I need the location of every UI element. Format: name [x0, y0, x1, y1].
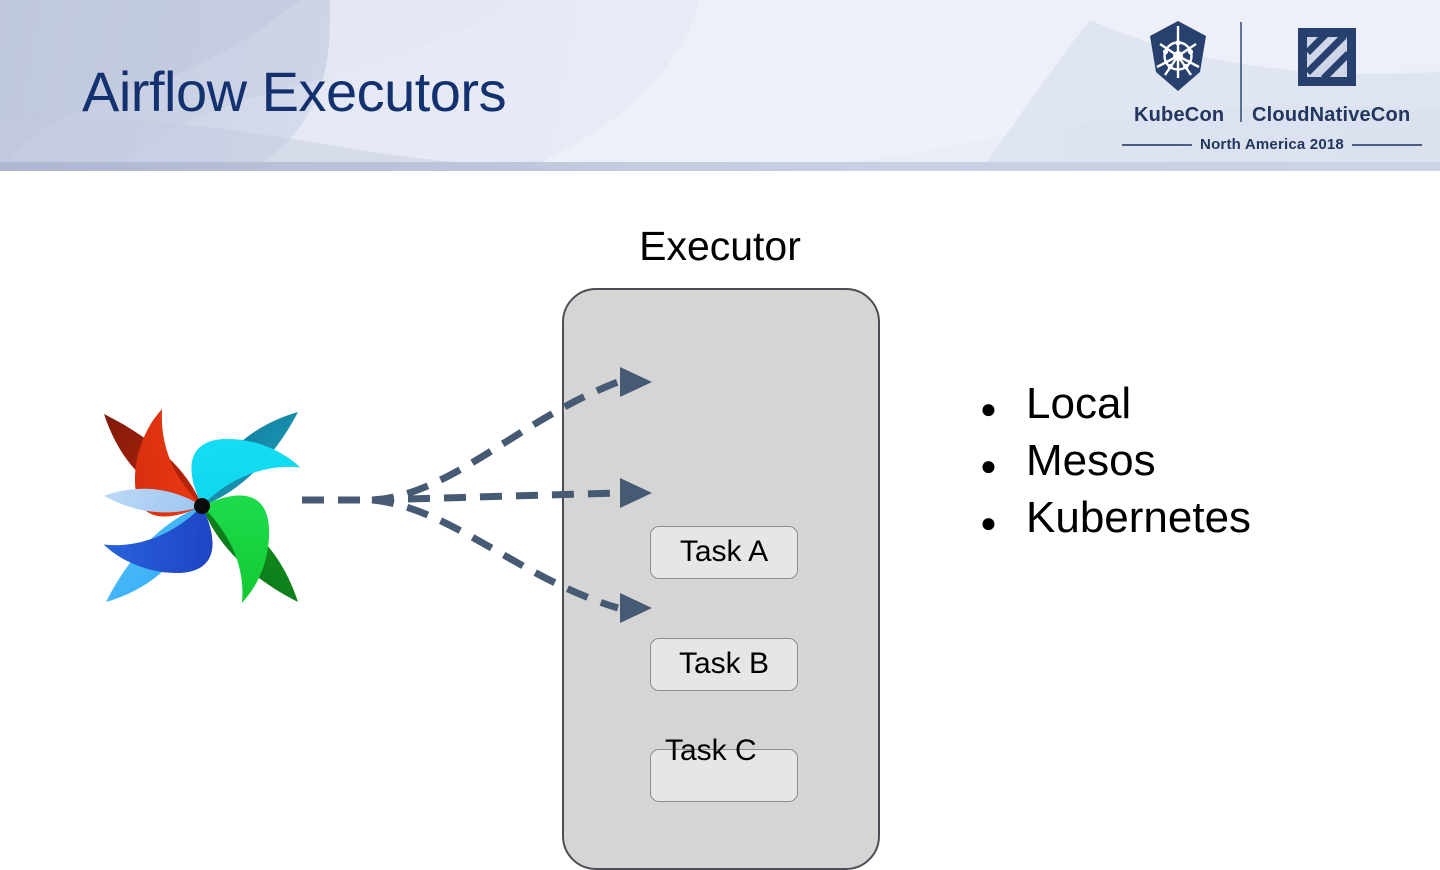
list-item-label: Mesos	[1026, 436, 1156, 485]
diagram-area: Executor Task A Task B Task C ● Local ● …	[0, 171, 1440, 870]
executor-label: Executor	[639, 223, 801, 269]
task-box-c-label: Task C	[665, 734, 757, 767]
task-box-b[interactable]: Task B	[650, 638, 798, 691]
cloudnativecon-wordmark: CloudNativeCon	[1252, 104, 1411, 126]
bullet-icon: ●	[980, 507, 997, 538]
conference-location-year: North America 2018	[1200, 136, 1344, 153]
kubecon-wordmark: KubeCon	[1134, 104, 1225, 126]
conference-logo-lockup: KubeCon CloudNativeCon North America 201…	[1122, 18, 1423, 154]
task-box-a[interactable]: Task A	[650, 526, 798, 579]
list-item-label: Kubernetes	[1026, 493, 1252, 542]
airflow-pinwheel-icon	[103, 409, 301, 603]
slide-header: Airflow Executors	[0, 0, 1440, 171]
logo-divider	[1240, 22, 1242, 122]
logo-icons	[1122, 18, 1422, 122]
header-wave-decoration	[0, 0, 1440, 171]
bullet-icon: ●	[980, 393, 997, 424]
kubernetes-wheel-icon	[1150, 21, 1206, 91]
executor-types-list: ● Local ● Mesos ● Kubernetes	[980, 379, 1400, 552]
list-item: ● Mesos	[980, 436, 1400, 495]
task-box-c[interactable]: Task C	[650, 734, 798, 802]
page-title: Airflow Executors	[82, 60, 507, 123]
rule-right	[1351, 143, 1423, 146]
list-item: ● Local	[980, 379, 1400, 438]
logo-names: KubeCon CloudNativeCon	[1122, 104, 1422, 130]
header-bottom-edge	[0, 162, 1440, 171]
list-item-label: Local	[1026, 379, 1132, 428]
rule-left	[1122, 143, 1193, 146]
list-item: ● Kubernetes	[980, 493, 1400, 552]
cloudnativecon-square-icon	[1298, 28, 1356, 86]
conference-subtitle: North America 2018	[1122, 136, 1423, 153]
bullet-icon: ●	[980, 450, 997, 481]
